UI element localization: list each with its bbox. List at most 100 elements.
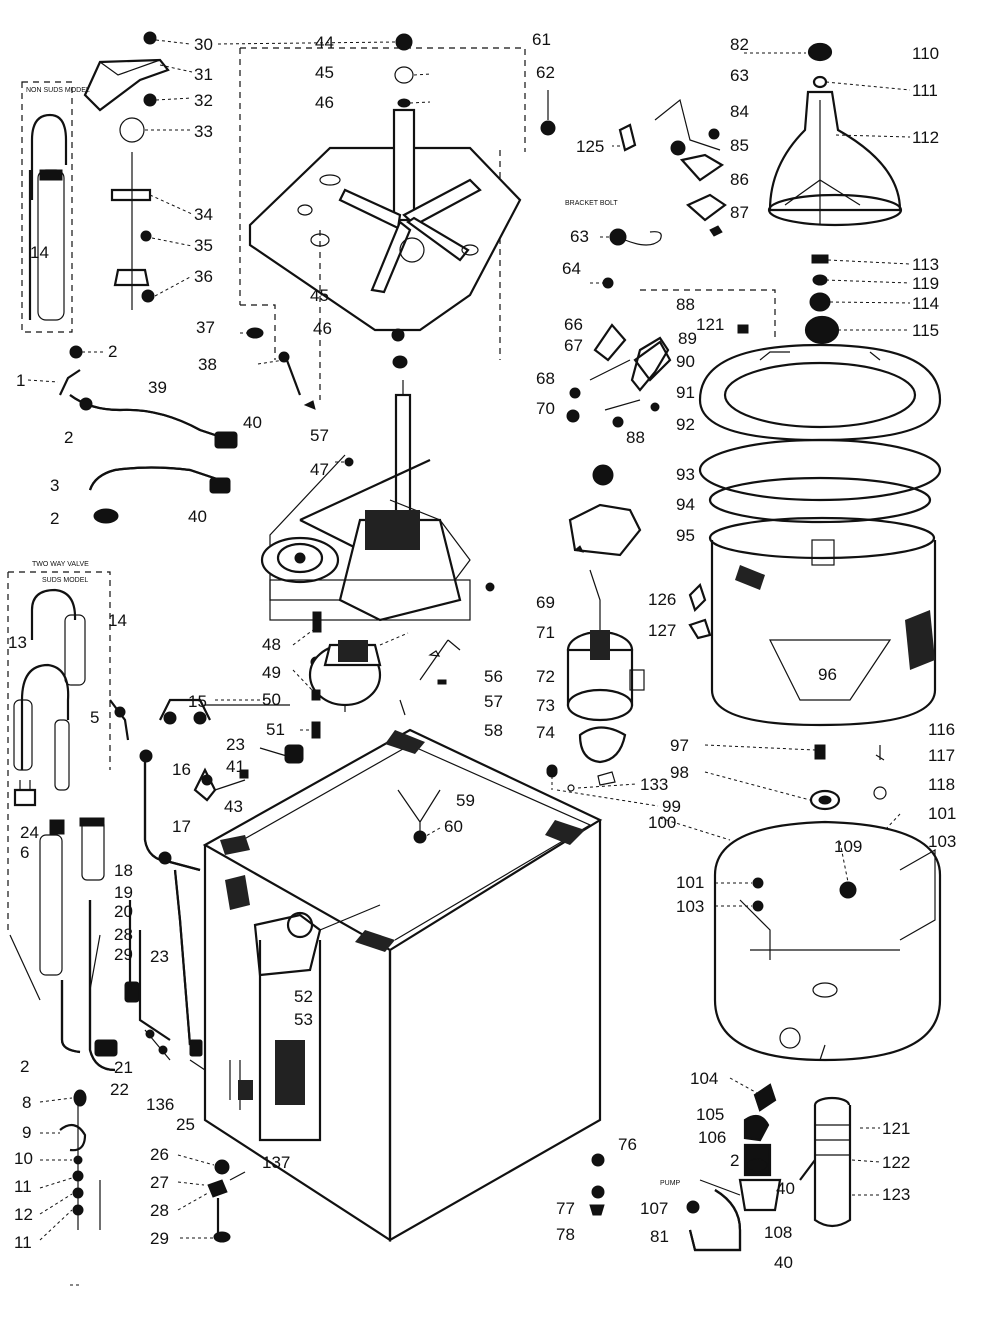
callout-88-b: 88 <box>626 428 645 447</box>
callout-98: 98 <box>670 763 689 782</box>
callout-23-a: 23 <box>226 735 245 754</box>
two-way-valve-group: TWO WAY VALVE SUDS MODEL <box>7 561 171 1072</box>
callout-126: 126 <box>648 590 676 609</box>
callout-136: 136 <box>146 1095 174 1114</box>
callout-29-b: 29 <box>150 1229 169 1248</box>
transmission-box <box>239 33 526 400</box>
callout-3: 3 <box>50 476 59 495</box>
callout-40-a: 40 <box>243 413 262 432</box>
callout-11-a: 11 <box>14 1177 32 1196</box>
callout-14-upper: 14 <box>30 243 49 262</box>
callout-13: 13 <box>8 633 27 652</box>
valve-hoses <box>139 698 304 1071</box>
callout-47: 47 <box>310 460 329 479</box>
callout-25: 25 <box>176 1115 195 1134</box>
callout-114: 114 <box>912 294 939 313</box>
callout-68: 68 <box>536 369 555 388</box>
callout-105: 105 <box>696 1105 724 1124</box>
callout-43: 43 <box>224 797 243 816</box>
callout-59: 59 <box>456 791 475 810</box>
callout-11-b: 11 <box>14 1233 32 1252</box>
callout-89: 89 <box>678 329 697 348</box>
suds-model-note: SUDS MODEL <box>42 577 88 584</box>
callout-106: 106 <box>698 1128 726 1147</box>
callout-118: 118 <box>928 775 955 794</box>
leader-lines <box>27 39 911 1241</box>
callout-49: 49 <box>262 663 281 682</box>
callout-76: 76 <box>618 1135 637 1154</box>
callout-61: 61 <box>532 30 551 49</box>
callout-41: 41 <box>226 757 245 776</box>
bracket-37-38 <box>246 327 316 410</box>
callout-40-b: 40 <box>188 507 207 526</box>
callout-74: 74 <box>536 723 555 742</box>
callout-48: 48 <box>262 635 281 654</box>
cabinet <box>202 728 603 1243</box>
callout-88-a: 88 <box>676 295 695 314</box>
callout-21: 21 <box>114 1058 133 1077</box>
left-bracket-parts <box>83 31 170 310</box>
callout-71: 71 <box>536 623 555 642</box>
pump-note: PUMP <box>660 1180 681 1187</box>
drain-hose-parts <box>59 1089 101 1286</box>
callout-27: 27 <box>150 1173 169 1192</box>
callout-5: 5 <box>90 708 99 727</box>
callout-33: 33 <box>194 122 213 141</box>
callout-113: 113 <box>912 255 939 274</box>
callout-6: 6 <box>20 843 29 862</box>
callout-77: 77 <box>556 1199 575 1218</box>
callout-32: 32 <box>194 91 213 110</box>
callout-18: 18 <box>114 861 133 880</box>
non-suds-model-note: NON SUDS MODEL <box>26 87 90 94</box>
callout-95: 95 <box>676 526 695 545</box>
transmission-assembly <box>260 380 495 739</box>
callout-28-a: 28 <box>114 925 133 944</box>
callout-23-b: 23 <box>150 947 169 966</box>
callout-10: 10 <box>14 1149 33 1168</box>
inlet-hose-group <box>59 369 238 524</box>
callout-22: 22 <box>110 1080 129 1099</box>
callout-2-c: 2 <box>50 509 59 528</box>
callout-62: 62 <box>536 63 555 82</box>
callout-63-b: 63 <box>730 66 749 85</box>
callout-2-e: 2 <box>730 1151 739 1170</box>
callout-103-a: 103 <box>928 832 956 851</box>
callout-39: 39 <box>148 378 167 397</box>
callout-117: 117 <box>928 746 955 765</box>
callout-109: 109 <box>834 837 862 856</box>
tub-basket-group: PUMP <box>589 42 942 1252</box>
callout-127: 127 <box>648 621 676 640</box>
callout-116: 116 <box>928 720 955 739</box>
callout-56: 56 <box>484 667 503 686</box>
callout-119: 119 <box>912 274 939 293</box>
callout-93: 93 <box>676 465 695 484</box>
callout-72: 72 <box>536 667 555 686</box>
pump-motor-group: BRACKET BOLT <box>540 90 776 792</box>
callout-52: 52 <box>294 987 313 1006</box>
callout-87: 87 <box>730 203 749 222</box>
callout-31: 31 <box>194 65 213 84</box>
callout-60: 60 <box>444 817 463 836</box>
two-way-valve-note: TWO WAY VALVE <box>32 561 89 568</box>
callout-111: 111 <box>912 81 938 100</box>
callout-8: 8 <box>22 1093 31 1112</box>
callout-46-a: 46 <box>315 93 334 112</box>
callout-44: 44 <box>315 33 334 52</box>
callout-112: 112 <box>912 128 939 147</box>
callout-137: 137 <box>262 1153 290 1172</box>
callout-96: 96 <box>818 665 837 684</box>
callout-51: 51 <box>266 720 285 739</box>
callout-40-c: 40 <box>776 1179 795 1198</box>
callout-40-d: 40 <box>774 1253 793 1272</box>
callout-46-b: 46 <box>313 319 332 338</box>
callout-17: 17 <box>172 817 191 836</box>
bracket-bolt-note: BRACKET BOLT <box>565 200 618 207</box>
callout-107: 107 <box>640 1199 668 1218</box>
callout-15: 15 <box>188 692 207 711</box>
callout-81: 81 <box>650 1227 669 1246</box>
callout-86: 86 <box>730 170 749 189</box>
callout-64: 64 <box>562 259 581 278</box>
callout-36: 36 <box>194 267 213 286</box>
callout-14-lower: 14 <box>108 611 127 630</box>
